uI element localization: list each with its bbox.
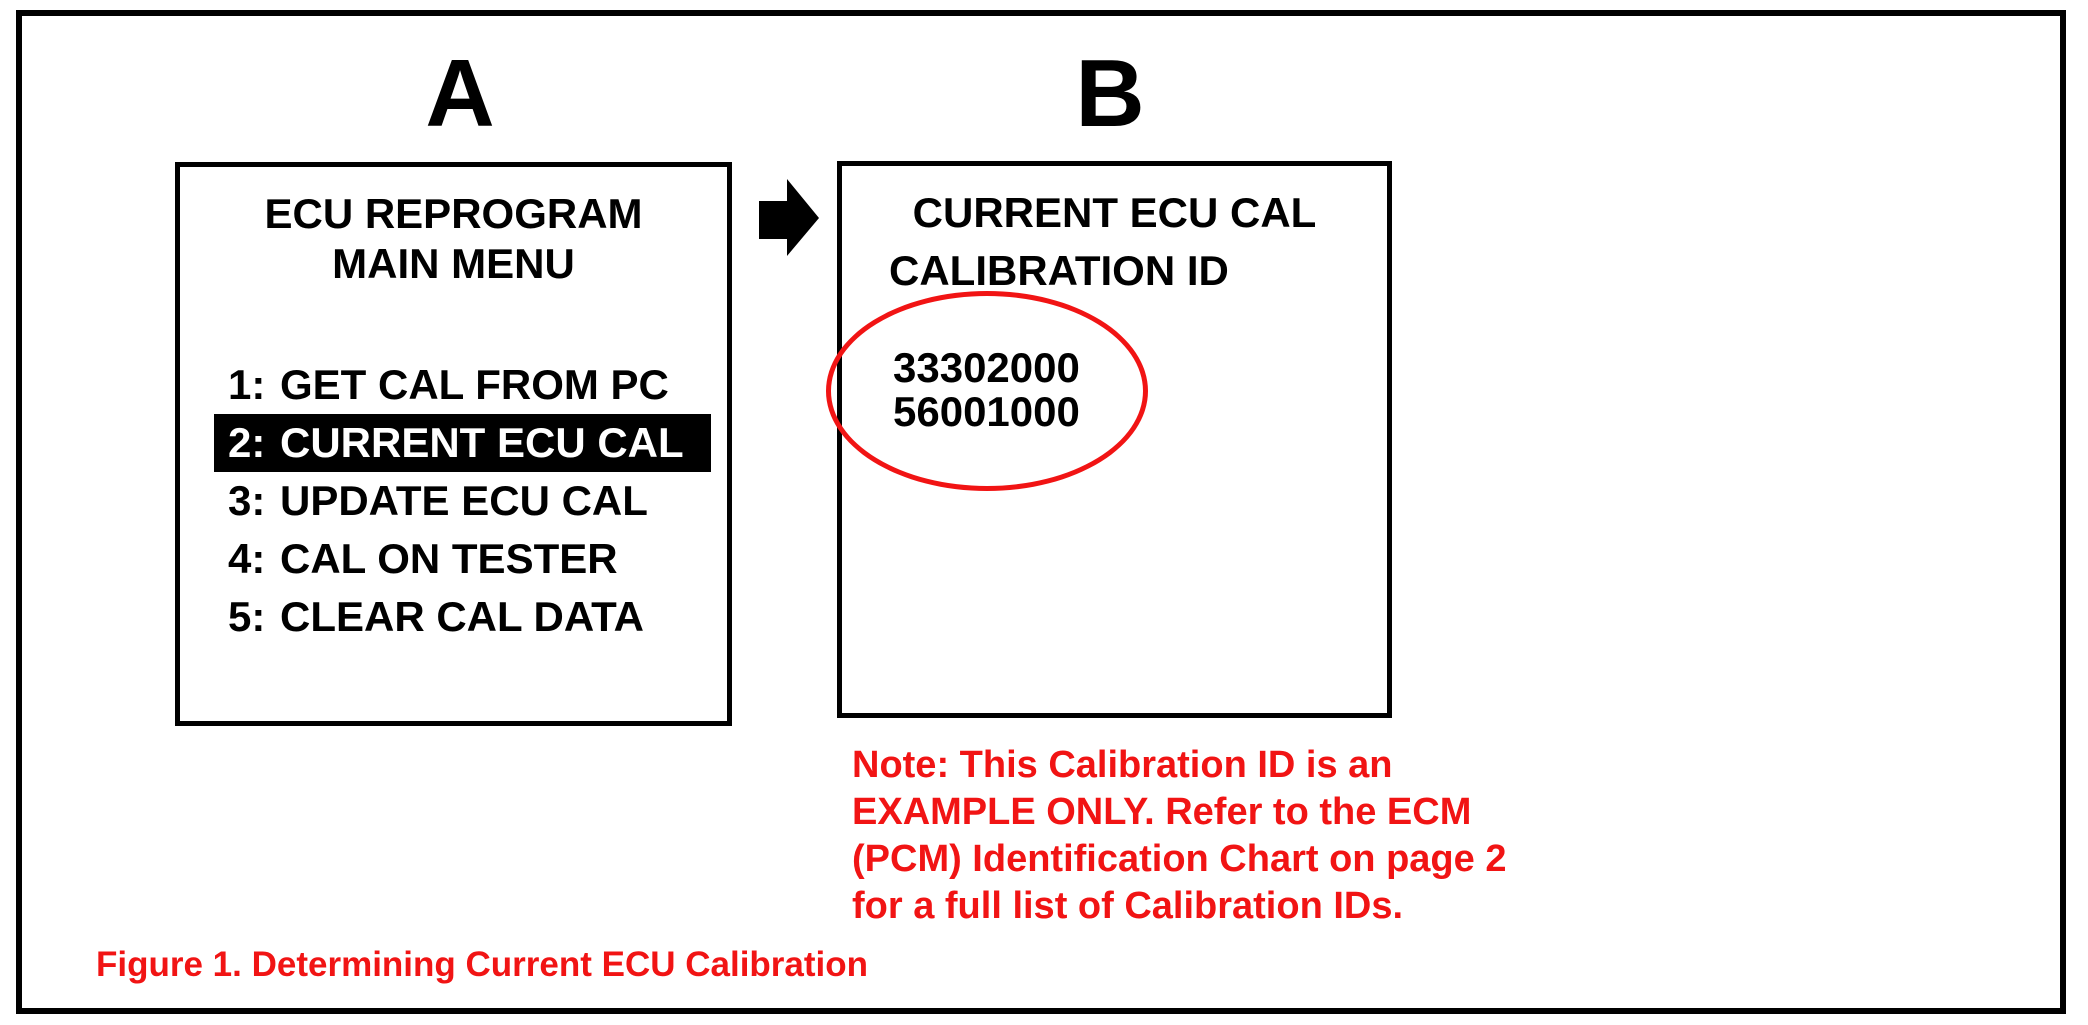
screen-a-title: ECU REPROGRAM MAIN MENU <box>180 189 727 289</box>
panel-b-label: B <box>1075 40 1145 147</box>
menu-item-number: 5: <box>228 593 266 640</box>
screen-a-title-line2: MAIN MENU <box>332 240 575 287</box>
menu-item-label: UPDATE ECU CAL <box>280 477 648 524</box>
ecu-reprogram-menu: 1: GET CAL FROM PC 2: CURRENT ECU CAL 3: UP… <box>214 356 711 646</box>
panel-a-label: A <box>425 40 495 147</box>
menu-item-cal-on-tester: 4: CAL ON TESTER <box>214 530 711 588</box>
menu-item-label: CLEAR CAL DATA <box>280 593 644 640</box>
screen-a-title-line1: ECU REPROGRAM <box>264 190 643 237</box>
screen-b-title: CURRENT ECU CAL <box>912 189 1317 236</box>
menu-item-update-ecu-cal: 3: UPDATE ECU CAL <box>214 472 711 530</box>
menu-item-number: 2: <box>228 419 266 466</box>
note-line: EXAMPLE ONLY. Refer to the ECM <box>852 791 1472 833</box>
menu-item-label: GET CAL FROM PC <box>280 361 669 408</box>
right-block-arrow-icon <box>759 179 819 256</box>
note-text: Note: This Calibration ID is an EXAMPLE … <box>852 742 1552 930</box>
menu-item-get-cal-from-pc: 1: GET CAL FROM PC <box>214 356 711 414</box>
menu-item-clear-cal-data: 5: CLEAR CAL DATA <box>214 588 711 646</box>
tester-screen-b: CURRENT ECU CAL CALIBRATION ID 33302000 … <box>826 161 1392 718</box>
figure-caption: Figure 1. Determining Current ECU Calibr… <box>96 945 869 984</box>
menu-item-current-ecu-cal-selected: 2: CURRENT ECU CAL <box>214 414 711 472</box>
note-line: Note: This Calibration ID is an <box>852 744 1393 786</box>
note-line: (PCM) Identification Chart on page 2 <box>852 838 1507 880</box>
note-line: for a full list of Calibration IDs. <box>852 885 1404 927</box>
tester-screen-a: ECU REPROGRAM MAIN MENU 1: GET CAL FROM P… <box>175 162 732 726</box>
menu-item-number: 4: <box>228 535 266 582</box>
menu-item-label: CURRENT ECU CAL <box>280 419 684 466</box>
screen-b-subtitle: CALIBRATION ID <box>889 247 1229 294</box>
red-circle-annotation <box>826 291 1148 491</box>
menu-item-number: 3: <box>228 477 266 524</box>
menu-item-number: 1: <box>228 361 266 408</box>
figure-frame: A B ECU REPROGRAM MAIN MENU 1: GET CAL FR… <box>16 10 2066 1014</box>
menu-item-label: CAL ON TESTER <box>280 535 618 582</box>
